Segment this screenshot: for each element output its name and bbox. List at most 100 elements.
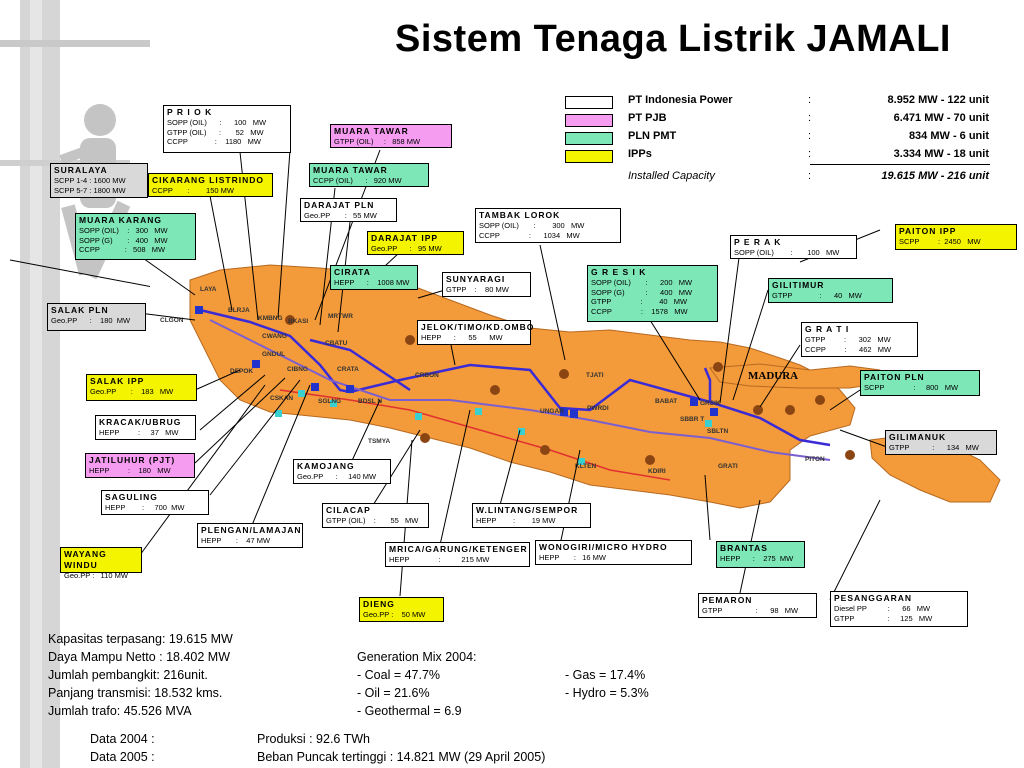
mix-gas: - Gas = 17.4% xyxy=(565,668,646,682)
legend-swatch xyxy=(565,132,613,145)
plant-box-priok: P R I O K SOPP (OIL) : 100 MW GTPP (OIL)… xyxy=(163,105,291,153)
sub-label: CWANG xyxy=(262,333,287,340)
plant-box-jatiluhur: JATILUHUR (PJT) HEPP : 180 MW xyxy=(85,453,195,478)
mix-title: Generation Mix 2004: xyxy=(357,650,477,664)
plant-box-cirata: CIRATA HEPP : 1008 MW xyxy=(330,265,418,290)
sub-label: GNDUL xyxy=(262,351,286,358)
summary-pembangkit: Jumlah pembangkit: 216unit. xyxy=(48,668,208,682)
sub-label: CRBON xyxy=(415,372,439,379)
plant-box-wonogiri: WONOGIRI/MICRO HYDRO HEPP : 16 MW xyxy=(535,540,692,565)
plant-box-pemaron: PEMARON GTPP : 98 MW xyxy=(698,593,817,618)
plant-box-gresik: G R E S I K SOPP (OIL) : 200 MW SOPP (G)… xyxy=(587,265,718,322)
sub-label: BLRJA xyxy=(228,307,250,314)
plant-box-cikarang: CIKARANG LISTRINDO CCPP : 150 MW xyxy=(148,173,273,197)
summary-daya-mampu: Daya Mampu Netto : 18.402 MW xyxy=(48,650,231,664)
sub-label: GRSIK xyxy=(700,400,721,407)
plant-box-wlintang: W.LINTANG/SEMPOR HEPP : 19 MW xyxy=(472,503,591,528)
plant-box-darajat-pln: DARAJAT PLN Geo.PP : 55 MW xyxy=(300,198,397,222)
plant-box-muara-karang: MUARA KARANG SOPP (OIL) : 300 MW SOPP (G… xyxy=(75,213,196,260)
summary-transmisi: Panjang transmisi: 18.532 kms. xyxy=(48,686,223,700)
legend-value: 19.615 MW - 216 unit xyxy=(881,170,989,182)
legend-name: PLN PMT xyxy=(628,130,677,142)
plant-box-cilacap: CILACAP GTPP (OIL) : 55 MW xyxy=(322,503,429,528)
legend-swatch xyxy=(565,114,613,127)
page-title: Sistem Tenaga Listrik JAMALI xyxy=(395,18,951,60)
sub-label: BDSL N xyxy=(358,398,383,405)
data-2004-label: Data 2004 : xyxy=(90,732,155,746)
plant-box-gilimanuk: GILIMANUK GTPP : 134 MW xyxy=(885,430,997,455)
java-bali-map xyxy=(189,264,1001,509)
sub-label: LAYA xyxy=(200,286,217,293)
plant-box-brantas: BRANTAS HEPP : 275 MW xyxy=(716,541,805,568)
legend-row: PT Indonesia Power : 8.952 MW - 122 unit xyxy=(565,94,1005,110)
sub-label: SBBR T xyxy=(680,416,705,423)
plant-box-jelok: JELOK/TIMO/KD.OMBO HEPP : 55 MW xyxy=(417,320,533,345)
legend-row: Installed Capacity : 19.615 MW - 216 uni… xyxy=(628,170,989,182)
mix-oil: - Oil = 21.6% xyxy=(357,686,430,700)
plant-box-dieng: DIENG Geo.PP : 50 MW xyxy=(359,597,444,622)
plant-box-salak-pln: SALAK PLN Geo.PP : 180 MW xyxy=(47,303,146,331)
madura-label: MADURA xyxy=(748,370,799,382)
legend-value: 834 MW - 6 unit xyxy=(908,130,989,142)
sub-label: BKASI xyxy=(288,318,309,325)
legend-value: 8.952 MW - 122 unit xyxy=(887,94,989,106)
plant-box-paiton-pln: PAITON PLN SCPP : 800 MW xyxy=(860,370,980,396)
plant-box-muara-tawar-pjb: MUARA TAWAR GTPP (OIL) : 858 MW xyxy=(330,124,452,148)
sub-label: CIBNG xyxy=(287,366,308,373)
plant-box-muara-tawar-pln: MUARA TAWAR CCPP (OIL) : 920 MW xyxy=(309,163,429,187)
sub-label: TSMYA xyxy=(368,438,391,445)
sub-label: CRATA xyxy=(337,366,359,373)
sub-label: DEPOK xyxy=(230,368,254,375)
plant-box-plengan: PLENGAN/LAMAJAN HEPP : 47 MW xyxy=(197,523,303,548)
plant-box-kracak: KRACAK/UBRUG HEPP : 37 MW xyxy=(95,415,196,440)
plant-box-perak: P E R A K SOPP (OIL) : 100 MW xyxy=(730,235,857,259)
legend-swatch xyxy=(565,150,613,163)
plant-box-sunyaragi: SUNYARAGI GTPP : 80 MW xyxy=(442,272,531,297)
legend-name: PT PJB xyxy=(628,112,667,124)
sub-label: GRATI xyxy=(718,463,738,470)
legend-swatch xyxy=(565,96,613,109)
plant-box-suralaya: SURALAYA SCPP 1-4 : 1600 MW SCPP 5-7 : 1… xyxy=(50,163,148,198)
plant-box-grati: G R A T I GTPP : 302 MW CCPP : 462 MW xyxy=(801,322,918,357)
legend-name: Installed Capacity xyxy=(628,170,715,182)
plant-box-tambak-lorok: TAMBAK LOROK SOPP (OIL) : 300 MW CCPP : … xyxy=(475,208,621,243)
summary-trafo: Jumlah trafo: 45.526 MVA xyxy=(48,704,192,718)
summary-kapasitas: Kapasitas terpasang: 19.615 MW xyxy=(48,632,233,646)
legend-row: PLN PMT : 834 MW - 6 unit xyxy=(565,130,1005,146)
sub-label: SGLNG xyxy=(318,398,342,405)
legend-value: 6.471 MW - 70 unit xyxy=(893,112,989,124)
sub-label: KMBNG xyxy=(258,315,283,322)
legend-name: IPPs xyxy=(628,148,652,160)
data-2005-label: Data 2005 : xyxy=(90,750,155,764)
plant-box-pesanggaran: PESANGGARAN Diesel PP : 66 MW GTPP : 125… xyxy=(830,591,968,627)
sub-label: KLTEN xyxy=(575,463,597,470)
plant-box-gilitimur: GILITIMUR GTPP : 40 MW xyxy=(768,278,893,303)
sub-label: UNGAR xyxy=(540,408,564,415)
plant-box-wayang-windu: WAYANG WINDU Geo.PP : 110 MW xyxy=(60,547,142,580)
plant-box-salak-ipp: SALAK IPP Geo.PP : 183 MW xyxy=(86,374,197,401)
plant-box-saguling: SAGULING HEPP : 700 MW xyxy=(101,490,209,515)
sub-label: BABAT xyxy=(655,398,678,405)
sub-label: PITON xyxy=(805,456,825,463)
data-2004-value: Produksi : 92.6 TWh xyxy=(257,732,371,746)
sub-label: CBATU xyxy=(325,340,348,347)
legend-value: 3.334 MW - 18 unit xyxy=(893,148,989,160)
sub-label: CLGON xyxy=(160,317,184,324)
legend-divider xyxy=(810,164,990,165)
legend-row: IPPs : 3.334 MW - 18 unit xyxy=(565,148,1005,164)
plant-box-paiton-ipp: PAITON IPP SCPP : 2450 MW xyxy=(895,224,1017,250)
sub-label: TJATI xyxy=(586,372,604,379)
plant-box-kamojang: KAMOJANG Geo.PP : 140 MW xyxy=(293,459,391,484)
legend-row: PT PJB : 6.471 MW - 70 unit xyxy=(565,112,1005,128)
sub-label: MRTWR xyxy=(328,313,353,320)
plant-box-darajat-ipp: DARAJAT IPP Geo.PP : 95 MW xyxy=(367,231,464,255)
data-2005-value: Beban Puncak tertinggi : 14.821 MW (29 A… xyxy=(257,750,546,764)
sub-label: SBLTN xyxy=(707,428,729,435)
sub-label: CSKAN xyxy=(270,395,294,402)
plant-box-mrica: MRICA/GARUNG/KETENGER HEPP : 215 MW xyxy=(385,542,530,567)
mix-geothermal: - Geothermal = 6.9 xyxy=(357,704,462,718)
mix-hydro: - Hydro = 5.3% xyxy=(565,686,649,700)
mix-coal: - Coal = 47.7% xyxy=(357,668,441,682)
sub-label: PWRDI xyxy=(587,405,609,412)
legend-name: PT Indonesia Power xyxy=(628,94,733,106)
